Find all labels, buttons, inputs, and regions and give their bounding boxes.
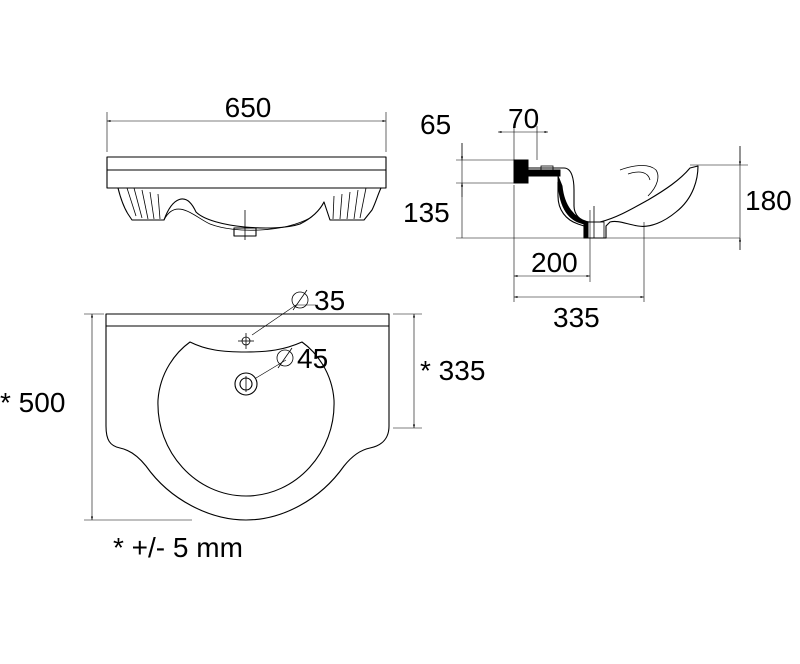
depth-label: * 500 <box>0 387 65 418</box>
basin-wall-fill <box>557 175 589 239</box>
bowl-underside-outline <box>117 187 382 229</box>
top-thickness-label: 65 <box>420 109 451 140</box>
diameter-45-icon <box>276 347 294 369</box>
mount-height-label: 135 <box>403 197 450 228</box>
right-bracket <box>330 187 367 221</box>
total-depth-label: 335 <box>553 302 600 333</box>
slab-outline <box>106 156 387 189</box>
basin-outline <box>105 313 390 521</box>
left-bracket <box>126 187 164 221</box>
plan-view: 35 45 * 335 * 500 * +/- 5 mm <box>0 285 485 563</box>
bowl-curve <box>163 201 325 231</box>
wall-mount-block <box>513 159 561 184</box>
side-section: 65 70 135 180 200 335 <box>403 103 792 333</box>
diameter-35-icon <box>291 289 309 311</box>
tolerance-note: * +/- 5 mm <box>113 532 243 563</box>
width-dimension-label: 650 <box>225 92 272 123</box>
hole-large-label: 45 <box>297 343 328 374</box>
front-elevation: 650 <box>106 92 387 240</box>
total-height-label: 180 <box>745 185 792 216</box>
overflow-slot <box>540 165 554 173</box>
basin-rim-inner <box>627 171 651 181</box>
drain-offset-label: 200 <box>531 247 578 278</box>
basin-rim-curve <box>619 165 659 197</box>
drain-outlet <box>585 221 605 239</box>
leader-45 <box>255 359 287 379</box>
mount-depth-label: 70 <box>508 103 539 134</box>
drain-hole-outer <box>234 372 258 396</box>
bowl-outline <box>157 341 335 497</box>
leader-35 <box>251 304 297 336</box>
bowl-depth-label: * 335 <box>420 355 485 386</box>
basin-section-profile <box>527 165 699 239</box>
hole-small-label: 35 <box>314 285 345 316</box>
